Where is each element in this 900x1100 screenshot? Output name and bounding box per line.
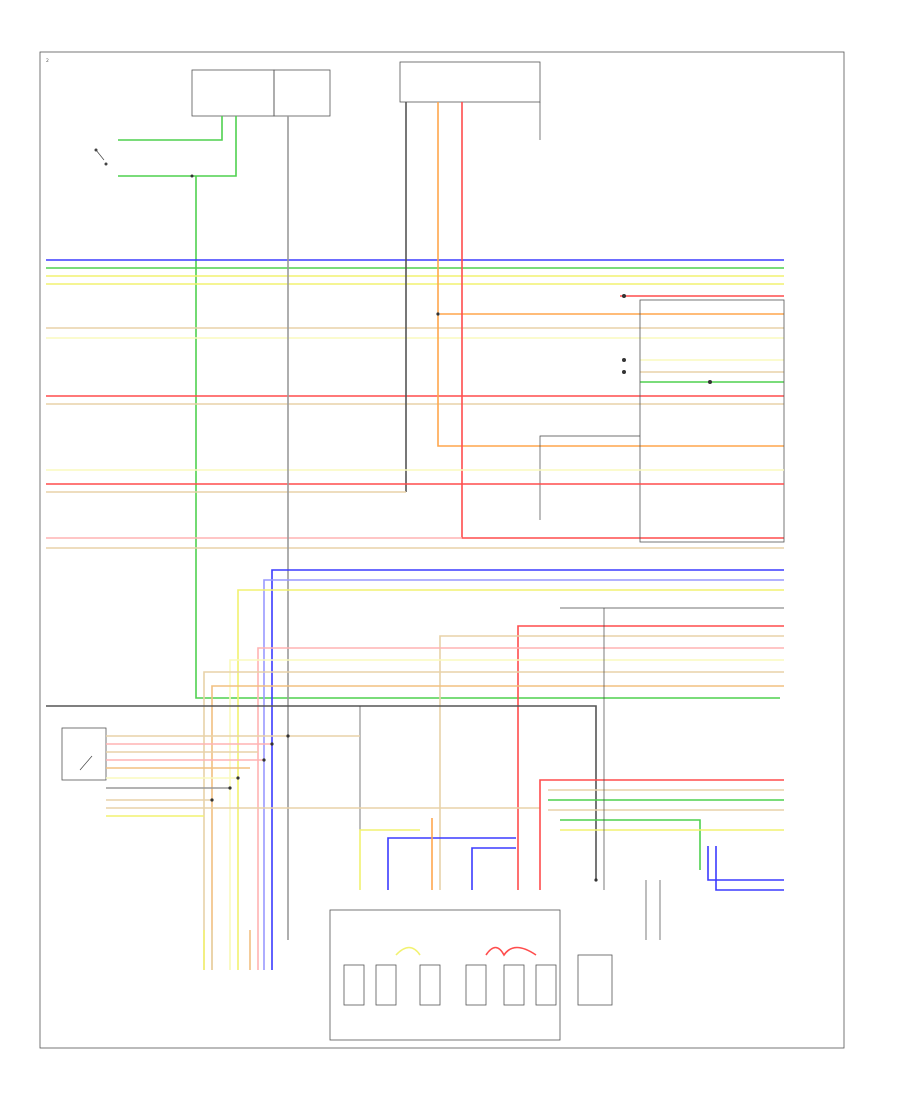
sensor-box-left [577,954,613,1006]
component-box-top-center [399,61,541,103]
wire-green-long [195,176,780,699]
wire-black-right [539,435,640,520]
wire-yellow-jump [395,946,421,956]
wire-blue-bottom-2 [471,847,516,890]
wire-yellow-lower [237,589,784,970]
wire-blue-lower [271,569,784,970]
bottom-components-group [329,909,561,1041]
wire-blue-bottom [387,837,516,890]
wire-red-right-lower [539,779,784,890]
wire-yellow-bottom [359,829,420,890]
wire-red-jump [485,946,537,957]
wire-green-top-2 [118,116,237,177]
junction-dots [210,312,598,882]
page-marker: 2 [46,58,49,64]
wire-orange-vertical [437,102,784,447]
wire-red-vertical [461,102,784,539]
relay-icon [343,964,557,1006]
component-box-upper-left [191,69,275,117]
ground-icon [190,174,712,384]
left-connector-block [61,727,107,781]
right-connector-block [639,299,785,543]
wire-pink-lower [257,647,784,970]
switch-icon [79,755,93,771]
wire-red-lower [517,625,784,890]
wire-black-ground-bus [46,705,597,880]
component-box-upper-mid [273,69,331,117]
wire-blue-right-lower-2 [715,846,784,891]
connector-icon [203,930,251,970]
wire-blue-right-lower [707,846,784,881]
wire-green-top-1 [118,116,223,141]
wire-orange-lower [211,685,784,970]
wire-lightblue-lower [263,579,784,970]
wire-tan-lower [439,635,784,890]
switch-icon [94,148,108,166]
wire-green-right-drop [560,819,701,870]
wire-ly-lower [229,659,784,970]
wire-tan-lower-2 [203,671,784,970]
sensor-icon [645,880,661,940]
diagram-border [39,51,845,1049]
